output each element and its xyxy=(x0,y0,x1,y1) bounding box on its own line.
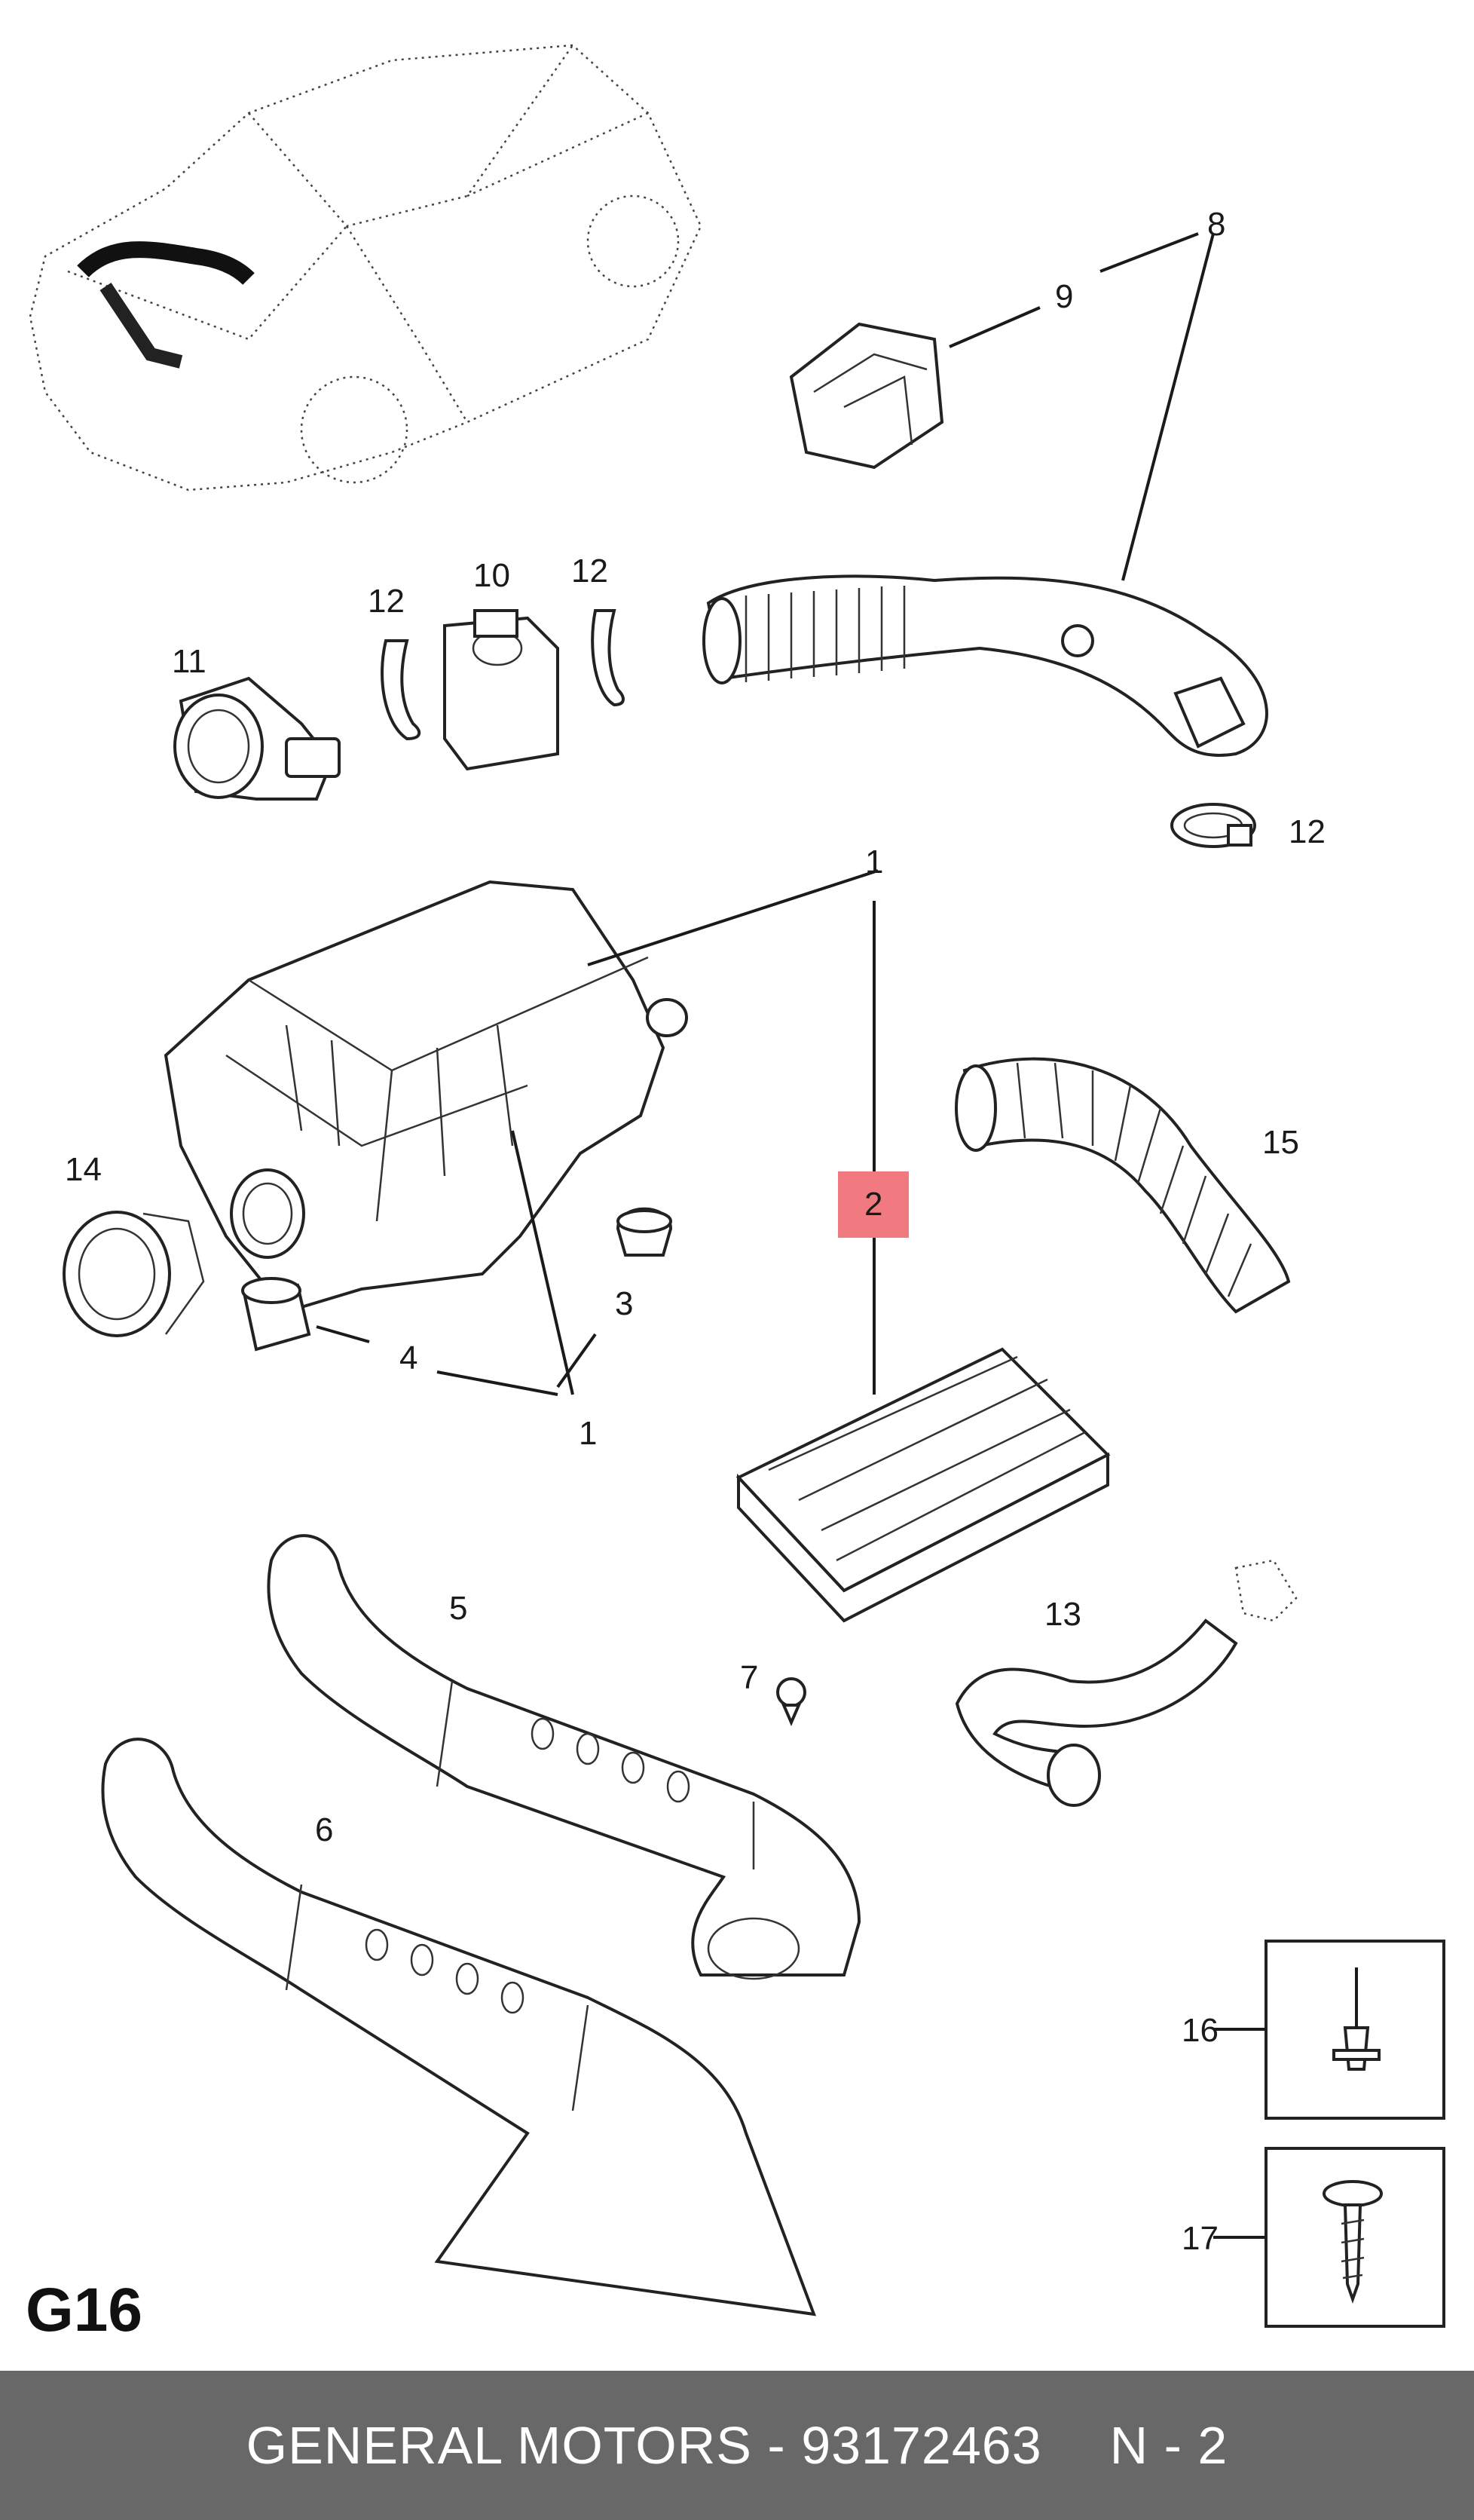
callout-2: 2 xyxy=(864,1186,882,1223)
screw-box xyxy=(1265,2147,1445,2328)
leader-lines xyxy=(316,232,1266,2239)
hose-clamp-pair xyxy=(381,609,625,741)
callout-1-top: 1 xyxy=(865,844,883,880)
hose-clamp xyxy=(1170,803,1256,848)
push-pin xyxy=(776,1677,806,1727)
intake-tube-lower xyxy=(101,1738,817,2316)
callout-13: 13 xyxy=(1044,1596,1081,1633)
section-code: G16 xyxy=(26,2276,142,2344)
callout-labels: 8 9 12 10 12 11 12 1 15 14 3 4 1 5 7 13 … xyxy=(65,206,1326,2257)
corrugated-hose xyxy=(955,1057,1291,1314)
callout-8: 8 xyxy=(1207,206,1225,243)
air-filter-element xyxy=(735,1347,1111,1623)
callout-11: 11 xyxy=(172,643,206,680)
vehicle-outline xyxy=(29,44,702,491)
callout-9: 9 xyxy=(1055,278,1073,315)
parts-diagram: 8 9 12 10 12 11 12 1 15 14 3 4 1 5 7 13 … xyxy=(29,44,1445,2328)
callout-12-right: 12 xyxy=(1289,813,1326,850)
air-filter-housing xyxy=(164,880,688,1314)
callout-7: 7 xyxy=(740,1659,758,1696)
callout-16: 16 xyxy=(1182,2012,1219,2049)
callout-5: 5 xyxy=(449,1590,467,1627)
breather-hose xyxy=(955,1559,1298,1807)
callout-4: 4 xyxy=(399,1340,417,1376)
callout-1-bottom: 1 xyxy=(579,1415,597,1452)
footer-bar: GENERAL MOTORS - 93172463 N - 2 xyxy=(0,2371,1474,2520)
highlighted-callout-2: 2 xyxy=(838,1171,909,1238)
air-flow-meter xyxy=(443,609,559,771)
footer-brand-part-number: GENERAL MOTORS - 93172463 xyxy=(246,2416,1042,2475)
callout-12-top-right: 12 xyxy=(571,553,608,589)
clip-part xyxy=(789,322,944,470)
air-intake-duct xyxy=(702,574,1268,757)
callout-12-top-left: 12 xyxy=(368,583,405,620)
grommet xyxy=(616,1207,673,1257)
intake-tube-upper xyxy=(267,1534,861,1980)
callout-3: 3 xyxy=(615,1285,633,1322)
footer-reference: N - 2 xyxy=(1109,2416,1228,2475)
rivet-box xyxy=(1265,1940,1445,2120)
callout-6: 6 xyxy=(315,1811,333,1848)
mass-air-flow-sensor xyxy=(173,676,341,801)
sleeve xyxy=(241,1277,311,1352)
callout-15: 15 xyxy=(1262,1124,1299,1161)
callout-10: 10 xyxy=(473,557,510,594)
callout-14: 14 xyxy=(65,1151,102,1188)
callout-17: 17 xyxy=(1182,2220,1219,2257)
seal-ring xyxy=(63,1211,205,1337)
